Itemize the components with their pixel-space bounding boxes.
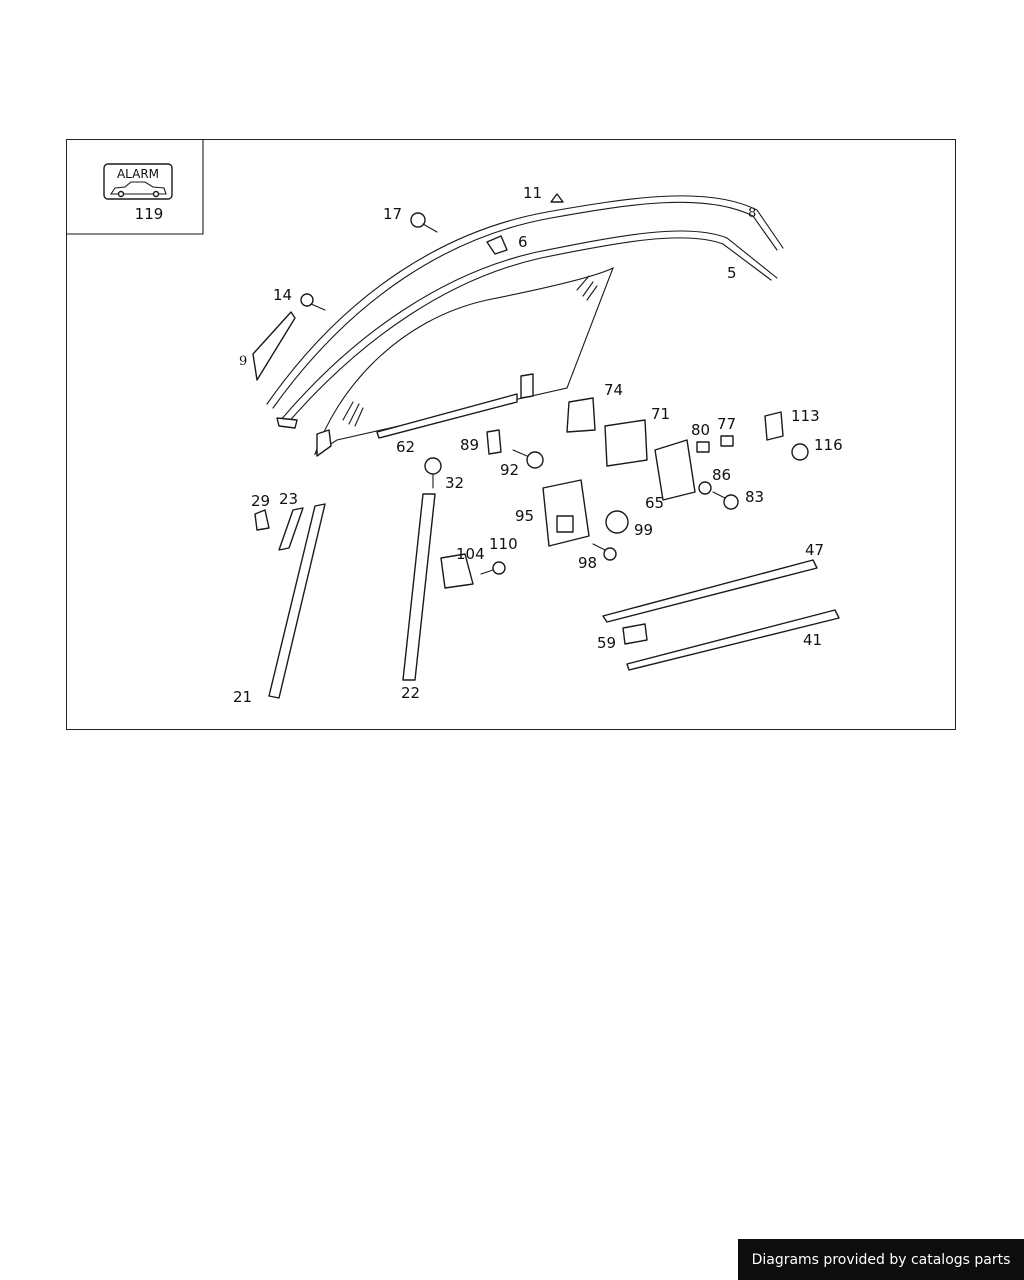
part-8-outer-seal: [266, 195, 784, 409]
callout-47: 47: [805, 541, 824, 559]
callout-59: 59: [597, 634, 616, 652]
callout-77: 77: [717, 415, 736, 433]
callout-5: 5: [727, 264, 737, 282]
callout-119: 119: [135, 205, 164, 223]
part-86-washer: [698, 481, 712, 495]
parts-diagram: ALARM 119: [67, 140, 843, 706]
callout-65: 65: [645, 494, 664, 512]
part-5-inner-seal: [276, 230, 778, 429]
callout-11: 11: [523, 184, 542, 202]
part-21-channel: [268, 503, 326, 699]
part-32-bolt: [424, 457, 442, 489]
part-9-trim-strip: [252, 311, 296, 381]
part-110-screw: [480, 561, 506, 575]
callout-29: 29: [251, 492, 270, 510]
part-92-bolt: [512, 449, 544, 469]
part-95-handle-housing: [542, 479, 590, 547]
callout-89: 89: [460, 436, 479, 454]
callout-110: 110: [489, 535, 518, 553]
part-6-bracket: [486, 235, 508, 255]
callout-22: 22: [401, 684, 420, 702]
part-80-clip: [696, 441, 710, 453]
part-65-handle-base: [654, 439, 696, 501]
alarm-inset: ALARM 119: [67, 140, 204, 235]
callout-113: 113: [791, 407, 820, 425]
door-glass: [313, 266, 615, 456]
callout-83: 83: [745, 488, 764, 506]
callout-62: 62: [396, 438, 415, 456]
callout-116: 116: [814, 436, 843, 454]
callout-9: 9: [239, 354, 247, 369]
footer-credit: Diagrams provided by catalogs parts: [738, 1239, 1024, 1280]
part-99-ring: [605, 510, 629, 534]
callout-95: 95: [515, 507, 534, 525]
callout-6: 6: [518, 233, 528, 251]
part-62-glass-channel: [376, 393, 518, 439]
part-23-strip: [278, 507, 304, 551]
part-14-screw: [300, 293, 326, 311]
part-98-screw: [592, 543, 617, 561]
callout-21: 21: [233, 688, 252, 706]
part-116-nut: [791, 443, 809, 461]
callout-23: 23: [279, 490, 298, 508]
callout-86: 86: [712, 466, 731, 484]
callout-71: 71: [651, 405, 670, 423]
part-17-screw: [410, 212, 438, 233]
parts-diagram-frame: ALARM 119: [66, 139, 956, 730]
callout-99: 99: [634, 521, 653, 539]
part-113-bracket: [764, 411, 784, 441]
part-41-rail: [626, 609, 840, 671]
callout-14: 14: [273, 286, 292, 304]
part-11-clip: [550, 193, 564, 203]
callout-92: 92: [500, 461, 519, 479]
part-89-clip: [486, 429, 502, 455]
callout-41: 41: [803, 631, 822, 649]
part-83-bolt: [712, 491, 739, 510]
callout-32: 32: [445, 474, 464, 492]
callout-8: 8: [748, 206, 756, 221]
callout-80: 80: [691, 421, 710, 439]
callout-17: 17: [383, 205, 402, 223]
part-29-clip: [254, 509, 270, 531]
part-59-clip: [622, 623, 648, 645]
callout-98: 98: [578, 554, 597, 572]
part-47-rail: [602, 559, 818, 623]
part-104-bracket: [440, 553, 474, 589]
part-71-plate: [604, 419, 648, 467]
part-77-clip: [720, 435, 734, 447]
part-22-channel: [402, 493, 436, 681]
part-74-plate: [566, 397, 596, 433]
callout-74: 74: [604, 381, 623, 399]
callout-104: 104: [456, 545, 485, 563]
alarm-badge-text: ALARM: [117, 167, 159, 181]
